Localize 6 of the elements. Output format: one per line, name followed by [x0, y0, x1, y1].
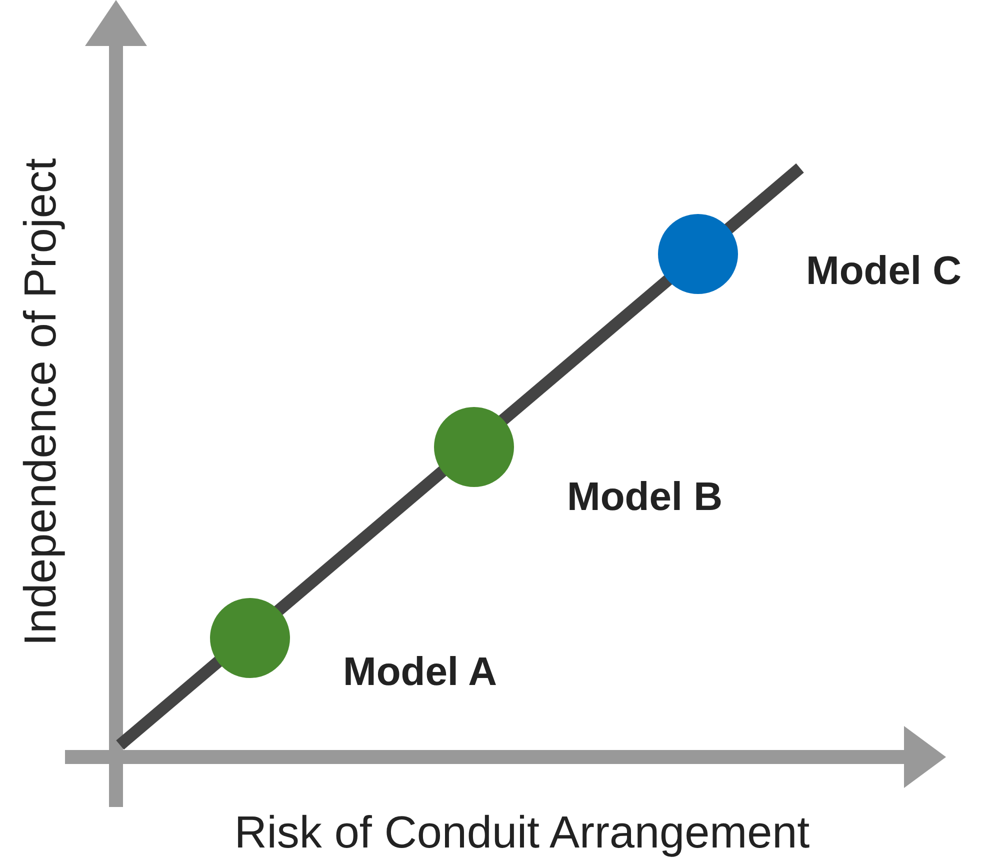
point-label: Model B [567, 477, 723, 517]
point-label: Model A [343, 652, 498, 692]
data-point-circle [658, 214, 738, 294]
axis-title: Risk of Conduit Arrangement [234, 810, 810, 854]
axis-title: Independence of Project [18, 158, 62, 646]
point-label: Model C [806, 251, 962, 291]
